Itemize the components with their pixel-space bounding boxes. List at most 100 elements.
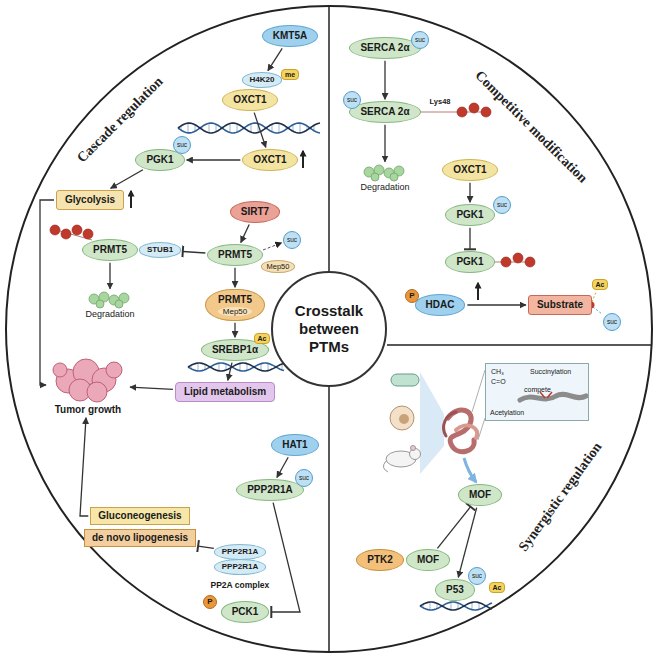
modification-badge: Ac <box>592 279 609 290</box>
arrow-connector <box>187 159 241 160</box>
process-box: Glycolysis <box>56 190 124 210</box>
node-text: CH₃ <box>491 368 504 376</box>
mouse-ear <box>411 446 416 451</box>
enzyme-ellipse: HDAC <box>415 294 466 316</box>
node-text: PGK1 <box>146 154 173 166</box>
node-text: PPP2R1A <box>222 547 258 556</box>
arrow-connector <box>467 304 526 305</box>
degradation-node: Degradation <box>85 291 134 319</box>
arrow-connector <box>469 183 470 203</box>
enzyme-ellipse: SIRT7 <box>230 201 280 223</box>
node-text: Degradation <box>360 182 409 192</box>
zoom-line <box>472 370 485 412</box>
degradation-fragments <box>361 164 409 182</box>
dna-strand <box>420 602 492 610</box>
protein-ellipse: PCK1 <box>221 601 270 623</box>
node-text: Gluconeogenesis <box>98 510 181 522</box>
cell-nucleus <box>399 414 409 424</box>
center-circle: Crosstalk between PTMs <box>271 271 387 387</box>
arrow-connector <box>111 170 143 189</box>
node-text: SERCA 2α <box>360 106 409 118</box>
dashed-arrow <box>263 243 281 250</box>
ub <box>469 103 479 113</box>
modification-badge: P <box>203 595 217 609</box>
node-text: PRMT5 <box>93 244 127 256</box>
protein-ellipse: MOF <box>458 484 502 506</box>
protein-ellipse: PPP2R1A <box>214 559 266 574</box>
arrow-connector <box>130 387 173 389</box>
dna-rung <box>247 364 248 371</box>
node-text: de novo lipogenesis <box>92 532 188 544</box>
modification-badge: Ac <box>254 333 271 344</box>
node-text: Succinylation <box>530 368 571 376</box>
fragment <box>371 173 379 181</box>
arrow-connector <box>268 48 282 70</box>
divider <box>328 387 330 652</box>
node-text: Degradation <box>85 309 134 319</box>
node-text: Substrate <box>537 299 583 311</box>
inset-ground <box>485 363 589 421</box>
dashed-arrow <box>592 292 596 302</box>
ub <box>72 225 82 235</box>
dna-rung <box>451 602 452 610</box>
modification-badge: suc <box>283 231 301 249</box>
mouse-tail <box>383 461 388 472</box>
modification-badge: suc <box>343 91 361 109</box>
dna-rung <box>272 124 273 132</box>
dna-rung <box>188 123 189 133</box>
increase-arrow <box>302 151 304 168</box>
dna-rung <box>300 123 301 133</box>
source-band <box>420 372 444 474</box>
protein-ellipse: OXCT1 <box>242 149 297 171</box>
node-text: PPP2R1A <box>222 562 258 571</box>
node-text: Lipid metabolism <box>184 386 266 398</box>
protein-structure <box>444 410 478 452</box>
modification-badge: Mep50 <box>261 260 296 273</box>
arrow-connector <box>254 113 266 148</box>
kinase-ellipse: PTK2 <box>356 549 404 571</box>
degradation-fragments <box>86 291 134 309</box>
node-text: SERCA 2α <box>360 42 409 54</box>
node-text: PRMT5 <box>218 249 252 261</box>
dna-strand <box>188 363 284 371</box>
protein-ellipse: SERCA 2α <box>349 101 420 123</box>
divider <box>387 344 652 346</box>
ub <box>61 229 71 239</box>
complex-blob: PRMT5Mep50 <box>205 289 265 321</box>
node-text: SREBP1α <box>212 344 258 356</box>
outer-circle <box>6 6 652 652</box>
fragment <box>390 173 398 181</box>
ub <box>525 257 535 267</box>
protein-ellipse: SERCA 2α <box>349 37 420 59</box>
protein-ellipse: PPP2R1A <box>236 479 304 501</box>
protein-ellipse: PGK1 <box>445 204 494 226</box>
degradation-node: Degradation <box>360 164 409 192</box>
node-text: Crosstalk between PTMs <box>281 302 377 356</box>
ub <box>481 107 491 117</box>
node-text: Acetylation <box>490 409 524 417</box>
tumor-cell <box>87 382 107 402</box>
dna-rung <box>237 124 238 132</box>
dna-strand <box>420 602 492 610</box>
protein-ellipse: PRMT5 <box>207 244 263 266</box>
modification-badge: Ac <box>489 582 506 593</box>
node-text: Mep50 <box>218 307 252 316</box>
dna-rung <box>279 123 280 133</box>
protein-ellipse: STUB1 <box>139 242 181 257</box>
section-title: Synergistic regulation <box>515 439 605 554</box>
protein-ribbon <box>456 425 477 438</box>
substrate-box: Substrate <box>528 295 592 315</box>
node-text: PCK1 <box>232 606 259 618</box>
source-arrow <box>464 458 476 482</box>
tumor-cell <box>53 363 67 377</box>
modification-badge: suc <box>295 469 313 487</box>
zoom-line <box>478 418 485 440</box>
tumor-node: Tumor growth <box>48 354 128 416</box>
increase-arrow <box>130 191 132 208</box>
increase-arrow <box>477 283 479 300</box>
arrow-connector <box>109 263 110 289</box>
inhibition-connector <box>437 507 470 549</box>
ub <box>50 225 60 235</box>
dna-rung <box>472 602 473 609</box>
node-text: OXCT1 <box>453 164 486 176</box>
